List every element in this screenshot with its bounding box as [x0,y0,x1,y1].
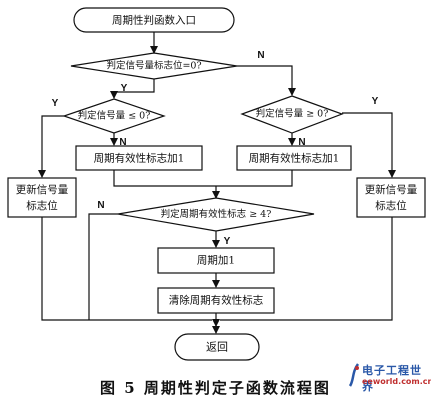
update-flag-right-line2: 标志位 [375,199,407,212]
watermark-title: 电子工程世界 [362,364,422,393]
decision-le-zero-label: 判定信号量 ≤ 0? [78,110,151,122]
decision-ge-four [117,197,315,232]
connector-lines [38,32,396,334]
decision-le-zero [62,98,166,134]
eeworld-logo-icon [348,363,360,387]
decision-ge-zero-label: 判定信号量 ≥ 0? [256,108,329,120]
update-flag-right-line1: 更新信号量 [365,183,418,196]
label-n-four: N [97,200,104,211]
label-y-main: Y [121,83,128,94]
flowchart-svg: 周期性判函数入口 判定信号量标志位=0? 判定信号量 ≤ 0? 判定信号量 ≥ … [7,7,426,361]
decision-flag-zero [70,52,238,80]
inc-flag-left-label: 周期有效性标志加1 [94,152,185,165]
decision-ge-four-label: 判定周期有效性标志 ≥ 4? [161,208,272,220]
period-inc-label: 周期加1 [197,255,235,267]
decision-flag-zero-label: 判定信号量标志位=0? [106,60,201,72]
label-y-right: Y [372,96,379,107]
update-flag-left-line2: 标志位 [26,199,58,212]
decision-ge-zero [240,95,344,134]
watermark: 电子工程世界 eeworld.com.cn [348,360,431,400]
return-node [174,333,260,361]
start-node [73,7,235,33]
start-label: 周期性判函数入口 [112,14,196,27]
update-flag-left-line1: 更新信号量 [16,183,69,196]
label-y-four: Y [224,236,231,247]
update-flag-left [7,177,77,218]
period-inc-node [157,247,275,274]
return-label: 返回 [206,341,228,354]
label-n-main: N [257,50,264,61]
inc-flag-right [236,145,352,171]
label-n-left: N [119,137,126,148]
clear-flag-label: 清除周期有效性标志 [169,294,264,307]
label-n-right: N [298,137,305,148]
figure-caption: 图 5 周期性判定子函数流程图 [100,379,331,397]
label-y-left: Y [52,98,59,109]
clear-flag-node [157,287,275,314]
inc-flag-right-label: 周期有效性标志加1 [249,152,340,165]
inc-flag-left [75,145,203,171]
update-flag-right [356,177,426,218]
watermark-url: eeworld.com.cn [362,377,431,386]
